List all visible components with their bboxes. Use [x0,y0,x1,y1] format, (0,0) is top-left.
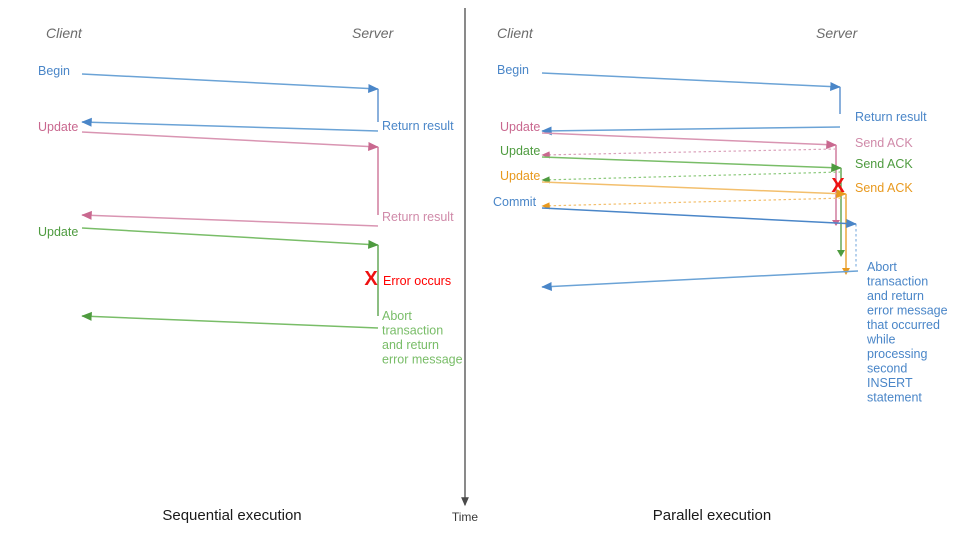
arrow-update-1 [81,131,379,152]
arrow-abort-return [81,311,379,329]
lane-label-server: Server [816,25,859,41]
msg-label-send-ack-3: Send ACK [855,181,913,195]
msg-label-update-1: Update [500,120,540,134]
arrow-update-2 [541,156,842,173]
msg-label-commit: Commit [493,195,537,209]
arrow-abort-return [541,270,859,292]
arrow-update-3 [541,181,847,199]
time-axis-label: Time [452,510,479,524]
arrow-commit [541,207,857,228]
msg-label-begin: Begin [38,64,70,78]
msg-label-update-3: Update [500,169,540,183]
msg-label-send-ack-2: Send ACK [855,157,913,171]
lane-label-client: Client [497,25,534,41]
msg-label-return-result-1: Return result [382,119,454,133]
lane-label-client: Client [46,25,83,41]
arrow-send-ack-2 [541,171,842,184]
panel-caption-parallel: Parallel execution [653,507,771,524]
arrow-begin [81,73,379,94]
arrow-begin [541,72,841,92]
arrow-return-result-1 [81,117,379,132]
server-bar-green-tip [837,250,845,257]
arrow-return-result [541,126,841,136]
msg-label-update-2: Update [500,144,540,158]
time-axis: Time [452,8,479,524]
arrow-update-1 [541,132,837,150]
error-x-icon: X [831,175,845,197]
msg-label-return-result-2: Return result [382,210,454,224]
arrow-return-result-2 [81,210,379,227]
msg-label-return-result: Return result [855,110,927,124]
error-x-icon: X [364,268,378,290]
panel-parallel: Client Server Begin Return result Update… [493,25,948,524]
msg-label-update-1: Update [38,120,78,134]
msg-label-update-2: Update [38,225,78,239]
arrow-send-ack-3 [541,197,847,210]
panel-caption-sequential: Sequential execution [162,507,301,524]
arrow-update-2 [81,227,379,249]
msg-label-begin: Begin [497,63,529,77]
lane-label-server: Server [352,25,395,41]
msg-label-send-ack-1: Send ACK [855,136,913,150]
arrow-send-ack-1 [541,148,837,159]
panel-sequential: Client Server Begin Return result Update… [38,25,463,524]
error-label: Error occurs [383,274,451,288]
